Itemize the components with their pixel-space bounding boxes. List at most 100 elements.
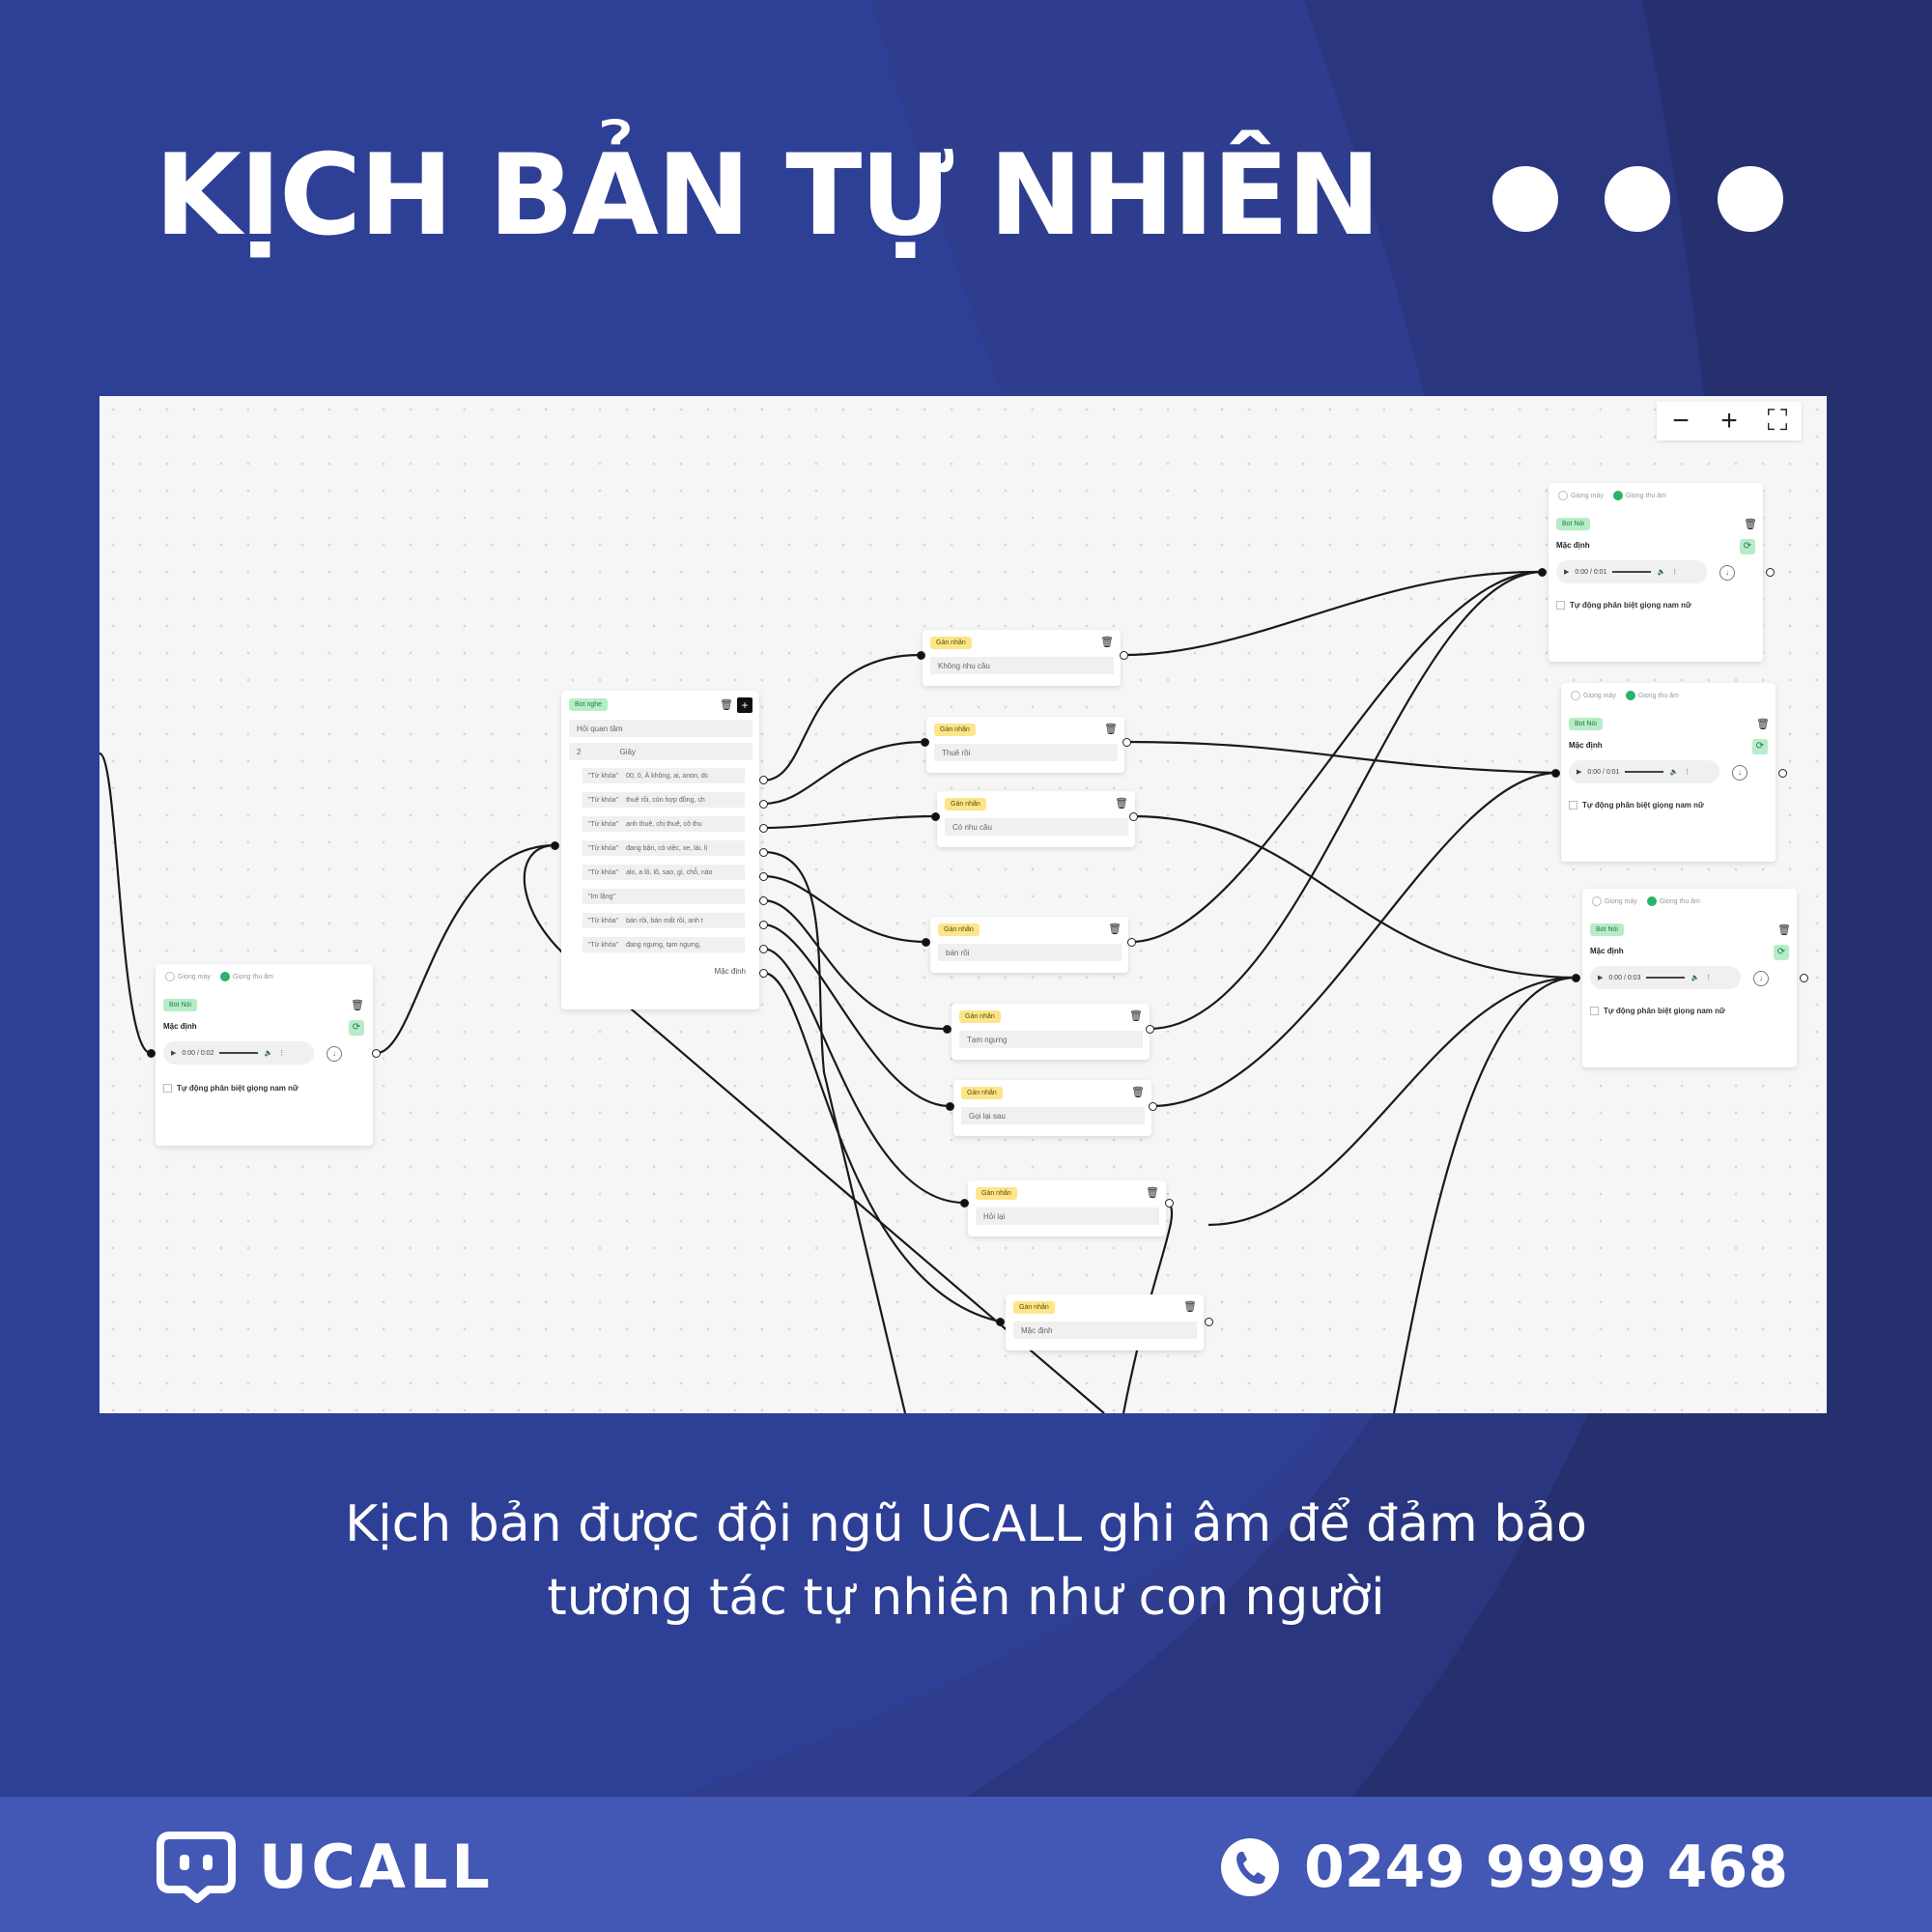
output-port[interactable] [1129,812,1138,821]
play-icon[interactable]: ▶ [171,1050,177,1057]
prompt-field[interactable]: Hỏi quan tâm [569,720,753,737]
input-port[interactable] [1572,974,1580,982]
speak-node[interactable]: Giọng máy Giọng thu âm Bot Nói 🗑 Mặc địn… [1548,483,1763,662]
output-port[interactable] [1127,938,1136,947]
output-port[interactable] [759,896,768,905]
output-port[interactable] [759,824,768,833]
fullscreen-button[interactable]: ⛶ [1767,405,1788,437]
output-port[interactable] [1800,974,1808,982]
output-port[interactable] [1165,1199,1174,1208]
voice-record-radio[interactable]: Giọng thu âm [1612,491,1666,500]
trash-icon[interactable]: 🗑 [720,699,733,711]
more-icon[interactable]: ⋮ [278,1050,286,1057]
download-icon[interactable]: ↓ [1719,565,1735,581]
label-node[interactable]: Gán nhãn 🗑 Tạm ngưng [952,1004,1150,1060]
input-port[interactable] [551,841,559,850]
refresh-icon[interactable]: ⟳ [1752,739,1768,754]
audio-player[interactable]: ▶ 0:00 / 0:01 🔈 ⋮ [1569,760,1719,783]
voice-machine-radio[interactable]: Giọng máy [165,972,211,981]
speak-node[interactable]: Giọng máy Giọng thu âm Bot Nói 🗑 Mặc địn… [1561,683,1776,862]
label-node[interactable]: Gán nhãn 🗑 Hỏi lại [968,1180,1166,1236]
label-value-field[interactable]: Tạm ngưng [959,1031,1143,1048]
keyword-row[interactable]: "Từ khóa"anh thuê, chị thuê, cô thu [582,816,745,832]
refresh-icon[interactable]: ⟳ [1740,539,1755,554]
input-port[interactable] [943,1025,952,1034]
input-port[interactable] [1551,769,1560,778]
trash-icon[interactable]: 🗑 [1146,1187,1159,1199]
output-port[interactable] [759,872,768,881]
output-port[interactable] [1778,769,1787,778]
label-node[interactable]: Gán nhãn 🗑 Thuê rồi [926,717,1124,773]
trash-icon[interactable]: 🗑 [1744,519,1757,530]
volume-icon[interactable]: 🔈 [1657,569,1666,576]
volume-icon[interactable]: 🔈 [1690,975,1700,981]
output-port[interactable] [759,945,768,953]
gender-detect-checkbox[interactable]: Tự động phân biệt giọng nam nữ [1556,601,1691,611]
voice-record-radio[interactable]: Giọng thu âm [219,972,273,981]
add-icon[interactable]: + [737,697,753,713]
trash-icon[interactable]: 🗑 [1108,923,1122,935]
output-port[interactable] [1149,1102,1157,1111]
gender-detect-checkbox[interactable]: Tự động phân biệt giọng nam nữ [1569,801,1704,810]
volume-icon[interactable]: 🔈 [264,1050,273,1057]
zoom-out-button[interactable]: − [1672,405,1690,437]
output-port[interactable] [759,800,768,809]
label-node[interactable]: Gán nhãn 🗑 bán rồi [930,917,1128,973]
gender-detect-checkbox[interactable]: Tự động phân biệt giọng nam nữ [163,1084,298,1094]
input-port[interactable] [917,651,925,660]
input-port[interactable] [921,738,929,747]
trash-icon[interactable]: 🗑 [1131,1087,1145,1098]
download-icon[interactable]: ↓ [327,1046,342,1062]
label-value-field[interactable]: Có nhu cầu [945,818,1128,836]
gender-detect-checkbox[interactable]: Tự động phân biệt giọng nam nữ [1590,1007,1725,1016]
output-port[interactable] [1122,738,1131,747]
label-value-field[interactable]: Mặc định [1013,1321,1197,1339]
audio-progress[interactable] [1646,977,1686,979]
output-port[interactable] [1205,1318,1213,1326]
play-icon[interactable]: ▶ [1598,975,1604,981]
input-port[interactable] [931,812,940,821]
audio-player[interactable]: ▶ 0:00 / 0:02 🔈 ⋮ [163,1041,314,1065]
label-value-field[interactable]: Không nhu cầu [930,657,1114,674]
input-port[interactable] [147,1049,156,1058]
voice-machine-radio[interactable]: Giọng máy [1571,691,1616,700]
label-node[interactable]: Gán nhãn 🗑 Gọi lại sau [953,1080,1151,1136]
refresh-icon[interactable]: ⟳ [1774,945,1789,960]
output-port[interactable] [1766,568,1775,577]
audio-progress[interactable] [219,1052,259,1054]
more-icon[interactable]: ⋮ [1684,769,1691,776]
keyword-row[interactable]: "Từ khóa"alo, a lô, lô, sao, gì, chỗ, nà… [582,865,745,880]
keyword-row[interactable]: "Từ khóa"thuê rồi, còn hợp đồng, ch [582,792,745,808]
voice-machine-radio[interactable]: Giọng máy [1592,896,1637,906]
trash-icon[interactable]: 🗑 [1183,1301,1197,1313]
label-value-field[interactable]: Hỏi lại [976,1208,1159,1225]
audio-player[interactable]: ▶ 0:00 / 0:01 🔈 ⋮ [1556,560,1707,583]
download-icon[interactable]: ↓ [1732,765,1747,781]
trash-icon[interactable]: 🗑 [1100,637,1114,648]
label-node[interactable]: Gán nhãn 🗑 Không nhu cầu [923,630,1121,686]
speak-node[interactable]: Giọng máy Giọng thu âm Bot Nói 🗑 Mặc địn… [1582,889,1797,1067]
flow-canvas[interactable]: − + ⛶ Giọng máy Giọng thu âm Bot Nói 🗑 M… [99,396,1827,1413]
trash-icon[interactable]: 🗑 [1104,724,1118,735]
output-port[interactable] [1120,651,1128,660]
input-port[interactable] [1538,568,1547,577]
voice-record-radio[interactable]: Giọng thu âm [1646,896,1700,906]
output-port[interactable] [372,1049,381,1058]
audio-progress[interactable] [1612,571,1652,573]
silence-row[interactable]: "Im lặng" [582,889,745,904]
input-port[interactable] [922,938,930,947]
trash-icon[interactable]: 🗑 [1756,719,1770,730]
label-value-field[interactable]: Thuê rồi [934,744,1118,761]
start-speak-node[interactable]: Giọng máy Giọng thu âm Bot Nói 🗑 Mặc địn… [156,964,373,1146]
output-port[interactable] [1146,1025,1154,1034]
trash-icon[interactable]: 🗑 [1115,798,1128,810]
label-node[interactable]: Gán nhãn 🗑 Mặc định [1006,1294,1204,1350]
play-icon[interactable]: ▶ [1577,769,1582,776]
input-port[interactable] [946,1102,954,1111]
trash-icon[interactable]: 🗑 [1129,1010,1143,1022]
output-port[interactable] [759,776,768,784]
output-port[interactable] [759,921,768,929]
voice-machine-radio[interactable]: Giọng máy [1558,491,1604,500]
